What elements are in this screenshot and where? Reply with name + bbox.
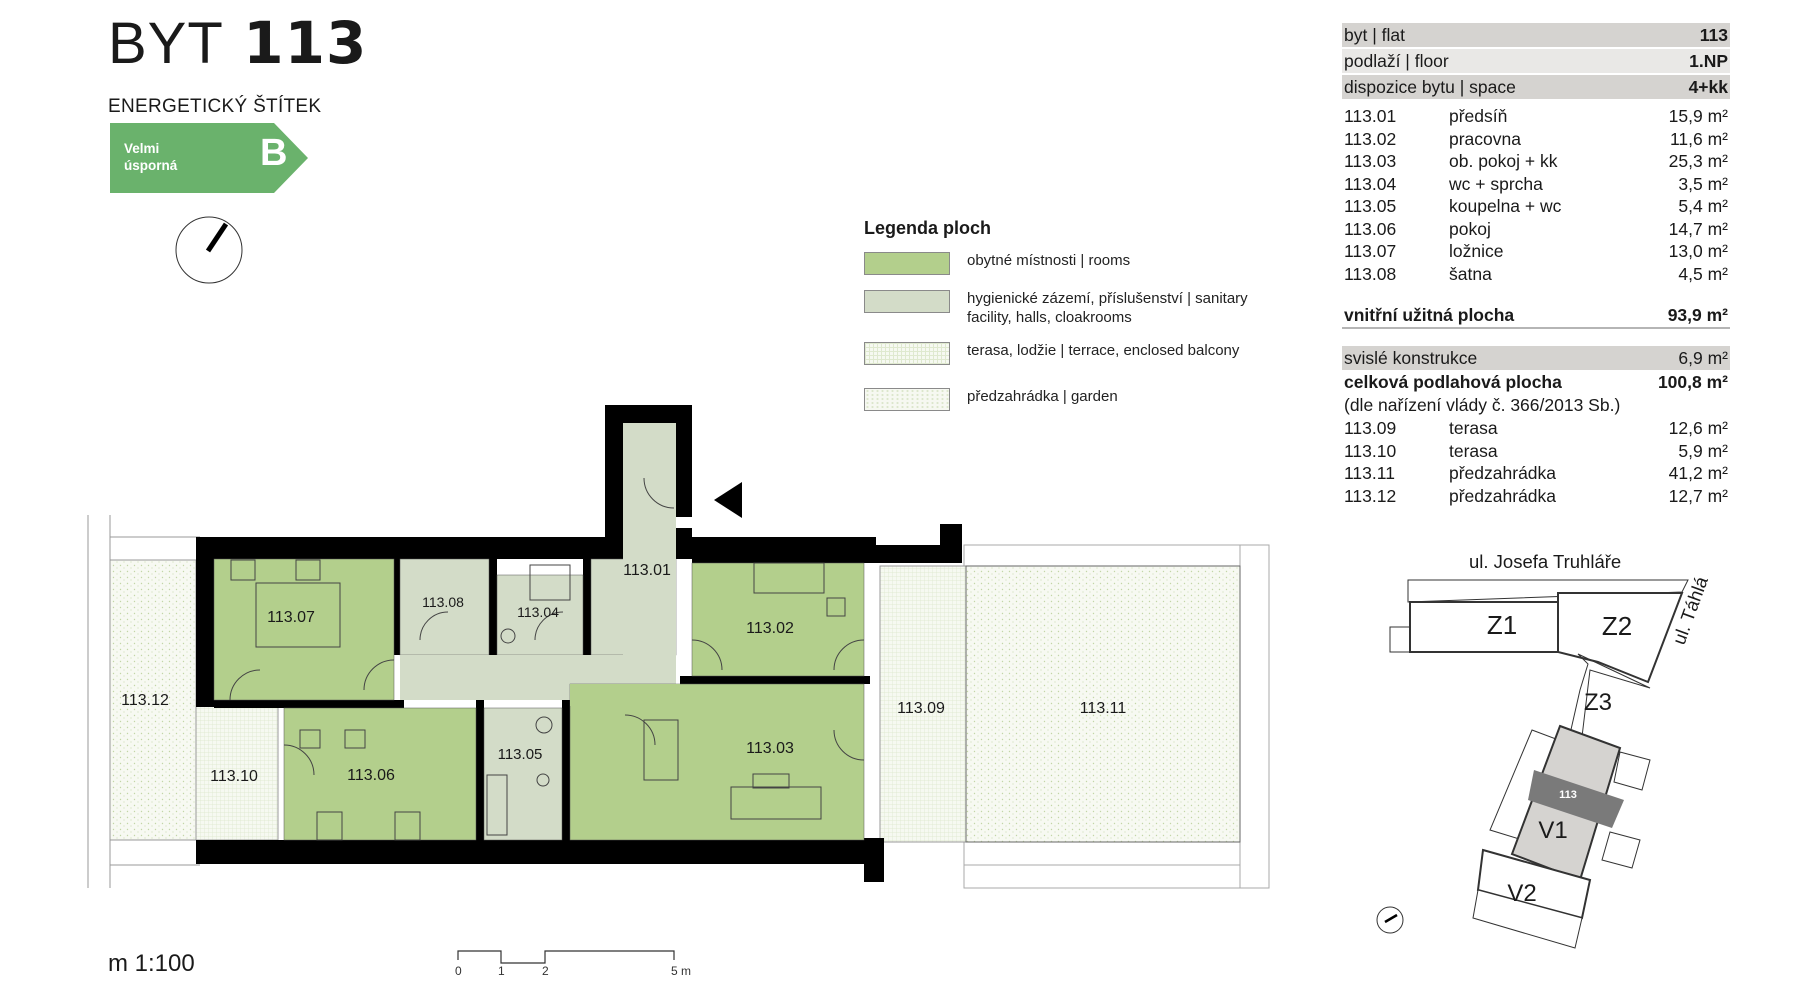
legend-item-sanitary: hygienické zázemí, příslušenství | sanit…	[864, 289, 1304, 327]
svg-text:113.02: 113.02	[746, 620, 794, 637]
street-label-north: ul. Josefa Truhláře	[1469, 551, 1622, 572]
svg-text:Z1: Z1	[1487, 610, 1517, 640]
site-map-labels: Z1 Z2 Z3 V1 V2 113	[1487, 610, 1632, 907]
entrance-arrow-icon	[714, 482, 742, 518]
svg-text:Z2: Z2	[1602, 611, 1632, 641]
svg-text:Z3: Z3	[1584, 689, 1612, 716]
title-number: 113	[243, 9, 368, 77]
svg-text:113.04: 113.04	[517, 604, 559, 620]
svg-text:113.10: 113.10	[210, 768, 258, 785]
legend: Legenda ploch obytné místnosti | rooms h…	[864, 218, 1304, 425]
site-map	[1389, 579, 1689, 949]
legend-item-garden: předzahrádka | garden	[864, 387, 1304, 411]
page-title: BYT 113	[108, 8, 367, 79]
energy-heading: ENERGETICKÝ ŠTÍTEK	[108, 96, 322, 117]
energy-label: Velmi úsporná B	[110, 123, 308, 193]
svg-text:1: 1	[498, 964, 505, 978]
legend-swatch-garden	[864, 388, 950, 411]
energy-label-text: Velmi úsporná	[124, 141, 178, 173]
garden-113-12	[109, 559, 197, 841]
garden-113-11	[965, 565, 1241, 843]
legend-title: Legenda ploch	[864, 218, 992, 238]
legend-swatch-rooms	[864, 252, 950, 275]
energy-class: B	[260, 132, 288, 174]
legend-item-rooms: obytné místnosti | rooms	[864, 251, 1304, 275]
svg-text:113.07: 113.07	[267, 609, 315, 626]
svg-text:2: 2	[542, 964, 549, 978]
svg-text:113.03: 113.03	[746, 740, 794, 757]
room-113-05	[483, 707, 563, 841]
room-labels: 113.07 113.08 113.04 113.01 113.02 113.1…	[121, 562, 1126, 785]
svg-text:113.05: 113.05	[498, 746, 543, 763]
scale-label: m 1:100	[108, 950, 195, 977]
legend-swatch-sanitary	[864, 290, 950, 313]
scale-bar-ticks: 0 1 2 5 m	[455, 964, 691, 978]
walls	[196, 405, 962, 882]
room-113-01	[623, 423, 676, 693]
svg-text:113: 113	[1559, 789, 1577, 801]
title-prefix: BYT	[108, 11, 224, 76]
svg-text:113.08: 113.08	[422, 594, 464, 610]
legend-swatch-terrace	[864, 342, 950, 365]
svg-text:113.11: 113.11	[1080, 700, 1127, 717]
room-113-08	[399, 558, 490, 656]
svg-text:V1: V1	[1538, 817, 1567, 844]
room-113-03	[569, 683, 865, 841]
svg-text:5 m: 5 m	[671, 964, 691, 978]
svg-text:0: 0	[455, 964, 462, 978]
room-113-02	[691, 562, 865, 677]
svg-text:113.01: 113.01	[623, 562, 671, 579]
legend-item-terrace: terasa, lodžie | terrace, enclosed balco…	[864, 341, 1304, 365]
terrace-113-10	[195, 705, 279, 841]
svg-text:113.06: 113.06	[347, 767, 395, 784]
svg-text:113.09: 113.09	[897, 700, 945, 717]
svg-text:113.12: 113.12	[121, 692, 169, 709]
furniture	[229, 477, 865, 841]
regulation-note: (dle nařízení vlády č. 366/2013 Sb.)	[1344, 395, 1621, 415]
energy-arrow-shape	[110, 123, 308, 193]
svg-text:V2: V2	[1507, 880, 1536, 907]
compass-icon	[175, 216, 243, 284]
scale-bar	[457, 950, 675, 964]
